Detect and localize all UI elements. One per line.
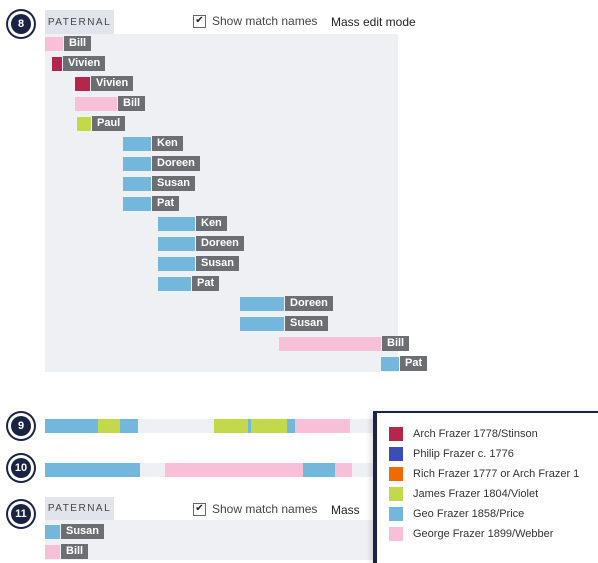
chr8-match-name-label[interactable]: Bill [64, 36, 92, 51]
chr9-segment[interactable] [45, 419, 98, 433]
chr8-segment-bar[interactable] [158, 257, 195, 271]
legend-swatch [389, 427, 403, 441]
chr8-segment-bar[interactable] [77, 117, 91, 131]
chromosome-10-strip[interactable] [45, 463, 375, 477]
legend-swatch [389, 447, 403, 461]
mass-edit-mode-link-11[interactable]: Mass [331, 503, 360, 517]
chromosome-10-badge: 10 [8, 455, 34, 481]
show-match-names-label-11: Show match names [212, 502, 318, 516]
chr9-segment[interactable] [120, 419, 138, 433]
chr8-segment-bar[interactable] [158, 237, 195, 251]
chr8-segment-bar[interactable] [75, 97, 117, 111]
chr9-segment[interactable] [248, 419, 251, 433]
legend-swatch [389, 527, 403, 541]
chr11-match-name-label[interactable]: Bill [61, 544, 89, 559]
legend-item: Rich Frazer 1777 or Arch Frazer 1 [389, 467, 579, 481]
legend-item: Philip Frazer c. 1776 [389, 447, 514, 461]
legend-item: George Frazer 1899/Webber [389, 527, 553, 541]
chr8-match-name-label[interactable]: Pat [192, 276, 220, 291]
chr8-segment-bar[interactable] [123, 197, 151, 211]
legend-item: James Frazer 1804/Violet [389, 487, 538, 501]
legend-item: Geo Frazer 1858/Price [389, 507, 524, 521]
legend-label: James Frazer 1804/Violet [413, 488, 539, 500]
chr9-segment[interactable] [214, 419, 248, 433]
chr8-match-name-label[interactable]: Pat [400, 356, 428, 371]
chr11-segment-bar[interactable] [45, 545, 60, 559]
paternal-tab[interactable]: PATERNAL [45, 10, 114, 34]
chr8-match-name-label[interactable]: Vivien [91, 76, 134, 91]
chr8-match-name-label[interactable]: Ken [196, 216, 227, 231]
chr9-segment[interactable] [98, 419, 120, 433]
show-match-names-toggle[interactable]: ✔ Show match names [193, 14, 317, 28]
chr8-segment-bar[interactable] [240, 317, 284, 331]
chr8-segment-bar[interactable] [123, 157, 151, 171]
chromosome-8-badge: 8 [8, 11, 34, 37]
chr9-segment[interactable] [295, 419, 350, 433]
legend-label: Rich Frazer 1777 or Arch Frazer 1 [413, 468, 580, 480]
chr8-segment-bar[interactable] [240, 297, 284, 311]
mass-edit-mode-link[interactable]: Mass edit mode [331, 15, 416, 29]
chromosome-10-number: 10 [11, 458, 31, 478]
legend-swatch [389, 507, 403, 521]
chr8-match-name-label[interactable]: Doreen [152, 156, 200, 171]
chromosome-11-badge: 11 [8, 501, 34, 527]
chr8-segment-bar[interactable] [381, 357, 399, 371]
chromosome-9-badge: 9 [8, 413, 34, 439]
chr11-segment-bar[interactable] [45, 525, 60, 539]
legend-label: George Frazer 1899/Webber [413, 528, 554, 540]
chr8-segment-bar[interactable] [75, 77, 90, 91]
chromosome-8-number: 8 [11, 14, 31, 34]
paternal-tab-11[interactable]: PATERNAL [45, 497, 114, 520]
show-match-names-checkbox[interactable]: ✔ [193, 14, 206, 28]
chr8-match-name-label[interactable]: Bill [382, 336, 410, 351]
chr10-segment[interactable] [303, 463, 335, 477]
chr10-segment[interactable] [335, 463, 352, 477]
chr8-segment-bar[interactable] [158, 217, 195, 231]
chr10-segment[interactable] [165, 463, 303, 477]
chr8-match-name-label[interactable]: Susan [152, 176, 196, 191]
chr8-segment-bar[interactable] [279, 337, 381, 351]
chr9-segment[interactable] [287, 419, 295, 433]
chr8-match-name-label[interactable]: Ken [152, 136, 183, 151]
chr8-match-name-label[interactable]: Paul [92, 116, 126, 131]
legend-label: Philip Frazer c. 1776 [413, 448, 514, 460]
chr11-match-name-label[interactable]: Susan [61, 524, 105, 539]
chr8-match-name-label[interactable]: Vivien [63, 56, 106, 71]
chr8-match-name-label[interactable]: Doreen [196, 236, 244, 251]
chr8-segment-bar[interactable] [45, 37, 63, 51]
chromosome-11-number: 11 [11, 504, 31, 524]
show-match-names-toggle-11[interactable]: ✔ Show match names [193, 502, 317, 516]
chr8-match-name-label[interactable]: Susan [285, 316, 329, 331]
legend-swatch [389, 467, 403, 481]
legend-label: Geo Frazer 1858/Price [413, 508, 525, 520]
chromosome-9-strip[interactable] [45, 419, 375, 433]
chr8-match-name-label[interactable]: Susan [196, 256, 240, 271]
chr8-segment-bar[interactable] [52, 57, 62, 71]
chromosome-9-number: 9 [11, 416, 31, 436]
chr8-segment-bar[interactable] [158, 277, 191, 291]
chr8-match-name-label[interactable]: Doreen [285, 296, 333, 311]
chr8-match-name-label[interactable]: Pat [152, 196, 180, 211]
legend-item: Arch Frazer 1778/Stinson [389, 427, 538, 441]
chr8-segment-bar[interactable] [123, 177, 151, 191]
chr10-segment[interactable] [45, 463, 140, 477]
legend-swatch [389, 487, 403, 501]
show-match-names-checkbox-11[interactable]: ✔ [193, 502, 206, 516]
chr9-segment[interactable] [251, 419, 287, 433]
chr8-segment-bar[interactable] [123, 137, 151, 151]
legend-label: Arch Frazer 1778/Stinson [413, 428, 538, 440]
show-match-names-label: Show match names [212, 14, 318, 28]
chr8-match-name-label[interactable]: Bill [118, 96, 146, 111]
